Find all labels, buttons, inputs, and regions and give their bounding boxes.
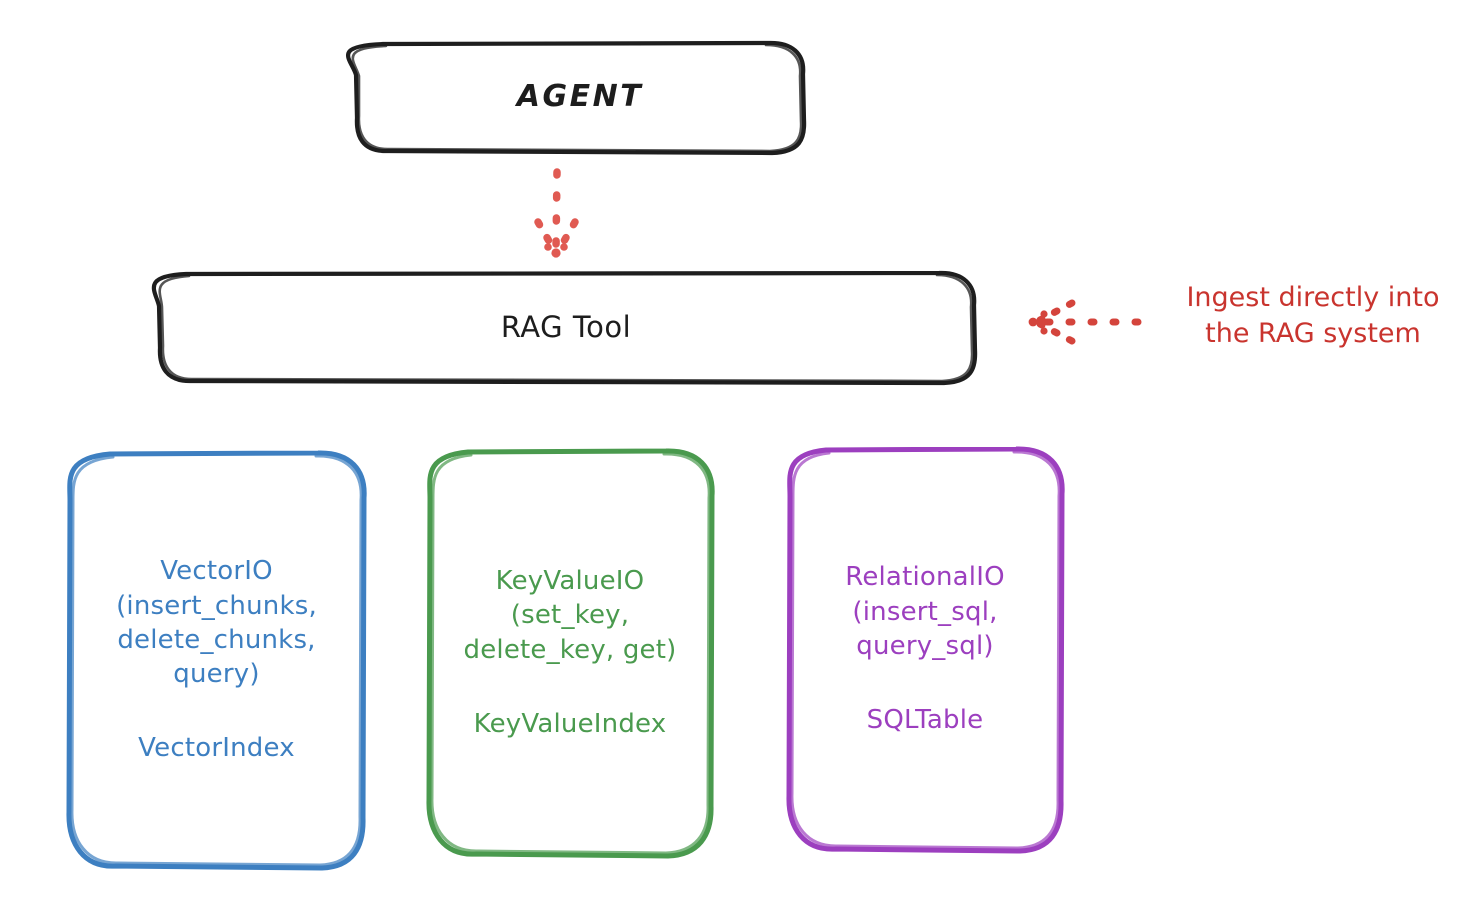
annotation-arrow [1028,299,1142,345]
keyvalue-store-label: KeyValueIO(set_key,delete_key, get) KeyV… [420,450,720,855]
keyvalue-store-box-outline[interactable] [426,448,715,859]
keyvalue-store-api-label: KeyValueIO(set_key,delete_key, get) [463,565,677,665]
vector-store-index-label: VectorIndex [138,733,295,764]
rag-tool-box-label: RAG Tool [500,309,632,344]
ingest-annotation: Ingest directly into the RAG system [1148,280,1478,353]
vector-store-label: VectorIO(insert_chunks,delete_chunks,que… [68,452,365,868]
agent-box-label: AGENT [516,79,644,115]
keyvalue-store-index-label: KeyValueIndex [473,708,667,739]
relational-store-api-label: RelationalIO(insert_sql,query_sql) [845,562,1005,661]
vector-store-box-outline[interactable] [66,450,367,871]
ingest-annotation-line-1: Ingest directly into [1186,282,1440,313]
agent-box-outline[interactable] [346,40,807,156]
relational-store-label: RelationalIO(insert_sql,query_sql) SQLTa… [788,448,1062,850]
relational-store-index-label: SQLTable [866,705,984,736]
vector-store-api-label: VectorIO(insert_chunks,delete_chunks,que… [116,556,317,690]
agent-to-ragtool-arrow [534,168,579,258]
relational-store-box-outline[interactable] [786,446,1065,854]
ingest-annotation-line-2: the RAG system [1205,318,1421,350]
rag-tool-box-outline[interactable] [151,270,978,386]
